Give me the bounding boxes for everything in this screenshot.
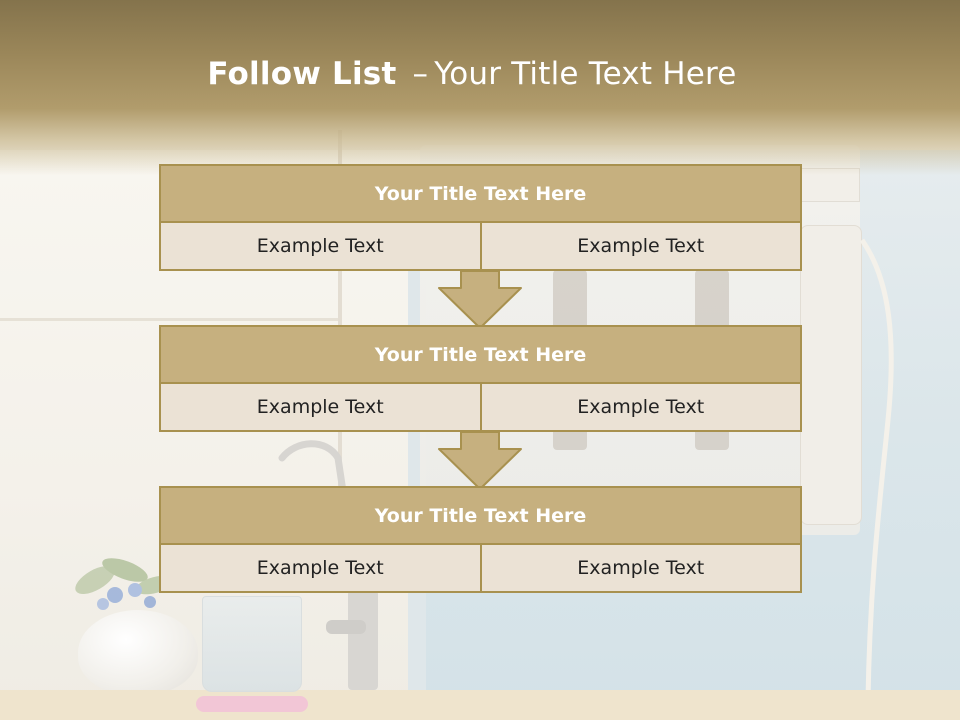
header-band — [0, 0, 960, 175]
step-cell-left: Example Text — [159, 543, 482, 593]
follow-list-step: Your Title Text Here Example Text Exampl… — [159, 164, 802, 271]
background-flower-pot — [78, 610, 198, 695]
background-water-tube — [860, 238, 894, 700]
step-cell-left: Example Text — [159, 221, 482, 271]
down-arrow-icon — [438, 270, 522, 329]
background-window-sill — [0, 318, 340, 321]
background-faucet-base — [348, 590, 378, 690]
step-cell-right: Example Text — [479, 382, 802, 432]
background-plant — [75, 558, 175, 610]
background-coaster — [196, 696, 308, 712]
step-title: Your Title Text Here — [159, 486, 802, 545]
step-title: Your Title Text Here — [159, 164, 802, 223]
background-water-glass — [202, 596, 302, 692]
step-title: Your Title Text Here — [159, 325, 802, 384]
slide-title-rest: Your Title Text Here — [434, 56, 737, 92]
down-arrow-icon — [438, 431, 522, 490]
slide-title-dash: – — [412, 56, 429, 92]
step-cell-right: Example Text — [479, 543, 802, 593]
follow-list-step: Your Title Text Here Example Text Exampl… — [159, 325, 802, 432]
slide-title: Follow List–Your Title Text Here — [0, 56, 944, 92]
background-faucet-handle — [326, 620, 366, 634]
step-cell-right: Example Text — [479, 221, 802, 271]
background-filter-housing — [800, 225, 862, 525]
background-faucet — [278, 440, 348, 498]
slide-title-bold: Follow List — [207, 56, 397, 92]
step-cell-left: Example Text — [159, 382, 482, 432]
follow-list-step: Your Title Text Here Example Text Exampl… — [159, 486, 802, 593]
background-counter — [0, 690, 960, 720]
